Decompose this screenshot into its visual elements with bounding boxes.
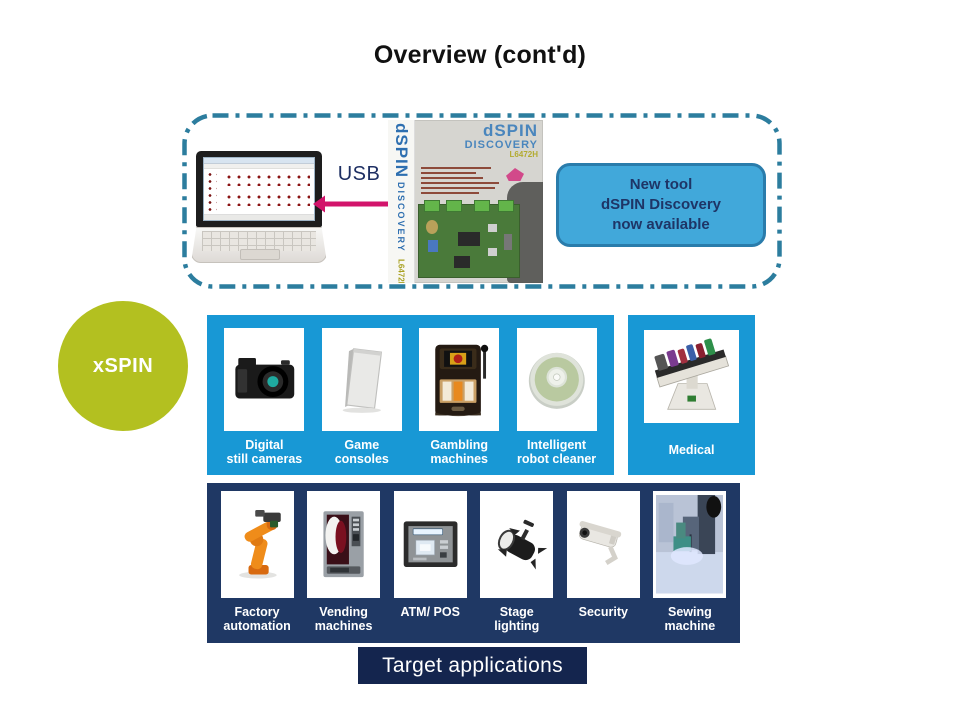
game-console-icon xyxy=(321,328,402,431)
app-label: Digital still cameras xyxy=(226,438,303,467)
tile-vending-machines: Vending machines xyxy=(307,491,381,634)
cctv-camera-icon xyxy=(566,491,640,598)
page-title: Overview (cont'd) xyxy=(373,41,587,69)
vending-machine-icon xyxy=(307,491,381,598)
slot-machine-icon xyxy=(419,328,500,431)
dspin-discovery-package-photo: dSPIN DISCOVERY L6472H dSPIN DISCOVERY L… xyxy=(388,120,543,283)
app-label: Game consoles xyxy=(334,438,389,467)
package-part-number: L6472H xyxy=(509,150,538,160)
app-label: Sewing machine xyxy=(664,605,716,634)
dashed-border xyxy=(182,113,782,289)
xspin-label: xSPIN xyxy=(92,354,154,377)
stage-light-icon xyxy=(480,491,554,598)
spin-evaluation-software xyxy=(203,157,315,221)
usb-label: USB xyxy=(337,163,381,185)
xspin-badge: xSPIN xyxy=(58,301,188,431)
package-side-strip: dSPIN DISCOVERY L6472H xyxy=(388,120,415,283)
tile-stage-lighting: Stage lighting xyxy=(480,491,554,634)
laptop-screen xyxy=(196,151,322,227)
target-applications-banner: Target applications xyxy=(358,647,587,684)
led-indicator-grid xyxy=(222,191,310,206)
robot-arm-icon xyxy=(220,491,294,598)
new-tool-callout: New tool dSPIN Discovery now available xyxy=(556,163,766,247)
package-series-vertical: DISCOVERY xyxy=(396,182,406,253)
led-indicator-grid xyxy=(222,171,310,186)
app-label: Intelligent robot cleaner xyxy=(516,438,597,467)
tile-digital-still-cameras: Digital still cameras xyxy=(224,328,305,467)
app-label: Medical xyxy=(668,443,715,457)
tile-gambling-machines: Gambling machines xyxy=(419,328,500,467)
tile-intelligent-robot-cleaner: Intelligent robot cleaner xyxy=(516,328,597,467)
app-label: Vending machines xyxy=(314,605,373,634)
app-label: Stage lighting xyxy=(494,605,540,634)
app-label: Gambling machines xyxy=(430,438,488,467)
laptop-computer xyxy=(191,151,327,263)
tile-sewing-machine: Sewing machine xyxy=(653,491,727,634)
laptop-keyboard xyxy=(191,227,327,263)
package-feature-bullets xyxy=(421,167,506,197)
applications-row-2: Factory automation Vending mac xyxy=(207,483,740,643)
tile-game-consoles: Game consoles xyxy=(321,328,402,467)
package-series: DISCOVERY xyxy=(464,138,538,151)
tile-factory-automation: Factory automation xyxy=(220,491,294,634)
package-brand: dSPIN xyxy=(482,121,538,140)
robot-cleaner-icon xyxy=(516,328,597,431)
medical-rocker-icon xyxy=(644,330,739,423)
target-applications-label: Target applications xyxy=(382,653,563,677)
package-part-vertical: L6472H xyxy=(396,258,406,283)
camera-icon xyxy=(224,328,305,431)
atm-icon xyxy=(393,491,467,598)
touchpad xyxy=(240,249,280,260)
evaluation-board-pcb xyxy=(418,200,520,278)
applications-row-1: Digital still cameras Game consoles xyxy=(207,315,614,475)
app-label: Factory automation xyxy=(223,605,291,634)
tile-security: Security xyxy=(566,491,640,619)
app-label: ATM/ POS xyxy=(400,605,460,619)
tile-atm-pos: ATM/ POS xyxy=(393,491,467,619)
dspin-tool-panel: USB dSPIN DISCOVERY L6472H dSPIN DISCOVE… xyxy=(182,113,782,289)
package-brand-vertical: dSPIN xyxy=(392,123,411,179)
tile-medical: Medical xyxy=(628,315,755,475)
package-header: dSPIN DISCOVERY L6472H xyxy=(465,122,538,160)
new-tool-callout-text: New tool dSPIN Discovery now available xyxy=(600,175,722,234)
sewing-machine-icon xyxy=(653,491,727,598)
app-label: Security xyxy=(578,605,628,619)
